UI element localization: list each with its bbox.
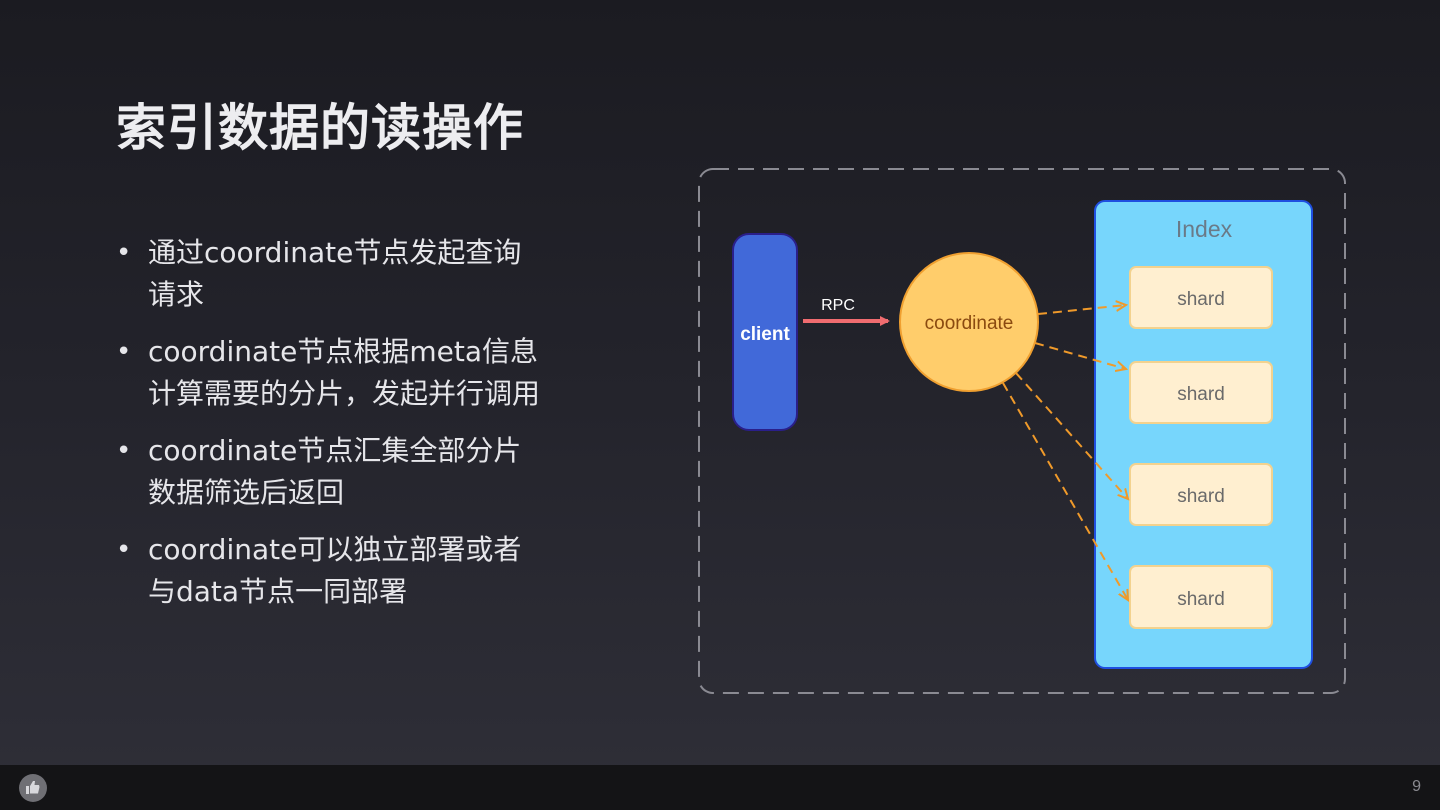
bullet-marker: • — [116, 436, 132, 466]
footer-bar: 9 — [0, 765, 1440, 810]
shard-label: shard — [1177, 289, 1225, 310]
bullet-text: 通过coordinate节点发起查询请求 — [148, 236, 522, 311]
bullet-text: coordinate节点根据meta信息计算需要的分片，发起并行调用 — [148, 335, 541, 410]
shard-label: shard — [1177, 589, 1225, 610]
shard-node — [1129, 565, 1273, 629]
architecture-diagram: client RPC coordinate Index shard shard … — [698, 168, 1346, 694]
thumbs-up-icon — [19, 774, 47, 802]
dispatch-arrow — [1015, 372, 1128, 499]
dispatch-arrow — [1002, 382, 1128, 600]
client-label: client — [740, 324, 790, 345]
rpc-label: RPC — [821, 297, 855, 314]
bullet-item: • coordinate节点汇集全部分片数据筛选后返回 — [116, 430, 546, 514]
shard-label: shard — [1177, 486, 1225, 507]
coordinate-label: coordinate — [925, 313, 1014, 334]
index-label: Index — [1176, 216, 1233, 242]
shard-label: shard — [1177, 384, 1225, 405]
coordinate-node — [899, 252, 1039, 392]
shard-node — [1129, 361, 1273, 424]
bullet-marker: • — [116, 238, 132, 268]
bullet-text: coordinate可以独立部署或者与data节点一同部署 — [148, 533, 522, 608]
dispatch-arrow — [1034, 342, 1126, 369]
bullet-marker: • — [116, 535, 132, 565]
bullet-item: • coordinate可以独立部署或者与data节点一同部署 — [116, 529, 546, 613]
bullet-text: coordinate节点汇集全部分片数据筛选后返回 — [148, 434, 522, 509]
bullet-marker: • — [116, 337, 132, 367]
bullet-list: • 通过coordinate节点发起查询请求 • coordinate节点根据m… — [116, 232, 546, 628]
client-node — [732, 233, 798, 431]
slide-title: 索引数据的读操作 — [116, 99, 524, 157]
shard-node — [1129, 266, 1273, 329]
page-number: 9 — [1412, 778, 1421, 795]
bullet-item: • 通过coordinate节点发起查询请求 — [116, 232, 546, 316]
diagram-container — [698, 168, 1346, 694]
bullet-item: • coordinate节点根据meta信息计算需要的分片，发起并行调用 — [116, 331, 546, 415]
shard-node — [1129, 463, 1273, 526]
